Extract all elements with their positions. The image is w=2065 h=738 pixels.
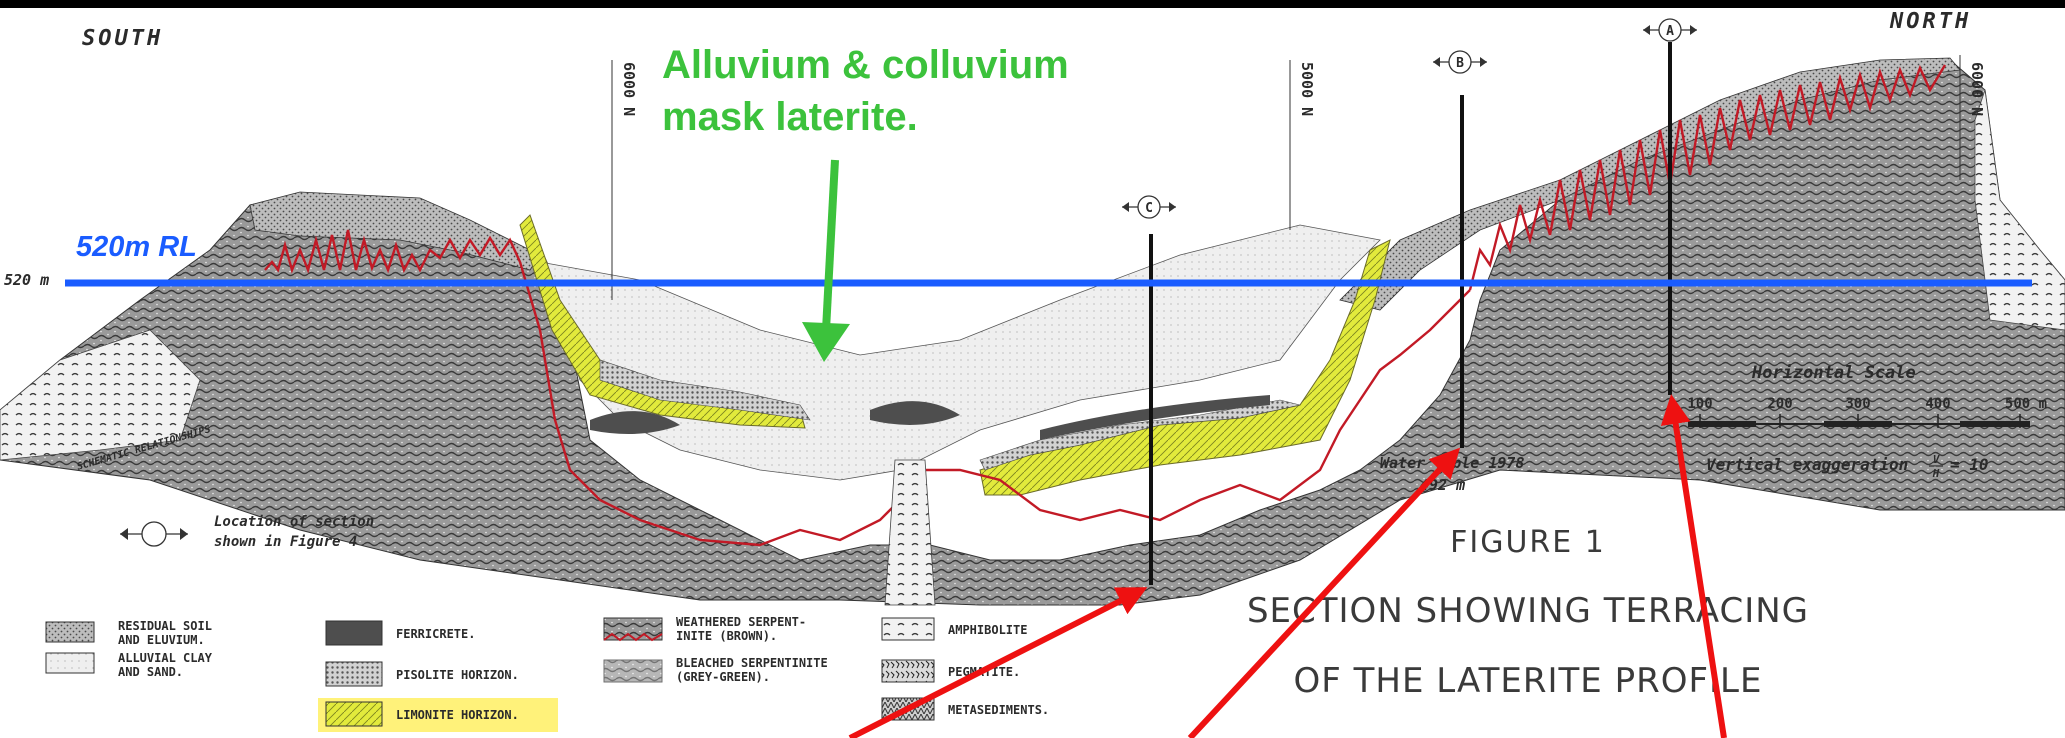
- legend-label-amphibolite: AMPHIBOLITE: [948, 623, 1027, 637]
- grid-label-6000n-east: 6000 N: [1968, 62, 1986, 116]
- legend-label-residual-1: RESIDUAL SOIL: [118, 619, 212, 633]
- amphibolite-dyke-center: [885, 460, 935, 605]
- scale-title: Horizontal Scale: [1751, 363, 1916, 383]
- legend-swatch-ferricrete: [326, 621, 382, 645]
- compass-north: NORTH: [1889, 9, 1971, 34]
- svg-text:A: A: [1666, 24, 1674, 39]
- figure-title-line2: OF THE LATERITE PROFILE: [1294, 661, 1763, 701]
- legend-label-pisolite: PISOLITE HORIZON.: [396, 668, 519, 682]
- compass-south: SOUTH: [82, 26, 163, 51]
- scale-tick-200: 200: [1767, 396, 1792, 412]
- legend-label-weathered-1: WEATHERED SERPENT-: [676, 615, 806, 629]
- grid-label-6000n-west: 6000 N: [620, 62, 638, 116]
- exaggeration-h: H: [1932, 467, 1940, 480]
- grid-label-5000n: 5000 N: [1298, 62, 1316, 116]
- legend-label-metasediments: METASEDIMENTS.: [948, 703, 1049, 717]
- legend-swatch-residual: [46, 622, 94, 642]
- scale-tick-400: 400: [1925, 396, 1950, 412]
- scale-tick-500: 500 m: [2005, 396, 2047, 412]
- alluvium-callout-line2: mask laterite.: [662, 95, 918, 139]
- location-note-line1: Location of section: [214, 514, 374, 530]
- amphibolite-north: [1975, 90, 2065, 330]
- elevation-label-520: 520 m: [4, 271, 49, 289]
- section-marker-b: B: [1433, 51, 1487, 73]
- legend-swatch-amphibolite: [882, 618, 934, 640]
- section-marker-a: A: [1643, 19, 1697, 41]
- legend-swatch-pisolite: [326, 662, 382, 686]
- scale-tick-300: 300: [1845, 396, 1870, 412]
- rl-label: 520m RL: [76, 231, 197, 263]
- legend-swatch-limonite: [326, 702, 382, 726]
- legend-swatch-alluvial: [46, 653, 94, 673]
- legend-label-alluvial-1: ALLUVIAL CLAY: [118, 651, 213, 665]
- legend-label-limonite: LIMONITE HORIZON.: [396, 708, 519, 722]
- alluvium-callout-line1: Alluvium & colluvium: [662, 43, 1069, 87]
- location-symbol: [120, 522, 188, 546]
- legend-label-residual-2: AND ELUVIUM.: [118, 633, 205, 647]
- exaggeration-value: = 10: [1950, 455, 1989, 474]
- svg-text:C: C: [1145, 201, 1153, 216]
- legend-label-ferricrete: FERRICRETE.: [396, 627, 475, 641]
- svg-text:B: B: [1456, 56, 1464, 71]
- legend-label-bleached-2: (GREY-GREEN).: [676, 670, 770, 684]
- legend-label-weathered-2: INITE (BROWN).: [676, 629, 777, 643]
- scale-tick-100: 100: [1687, 396, 1712, 412]
- vertical-exaggeration: Vertical exaggeration: [1706, 455, 1908, 474]
- legend-swatch-bleached: [604, 660, 662, 682]
- section-marker-c: C: [1122, 196, 1176, 218]
- location-note-line2: shown in Figure 4: [214, 534, 357, 550]
- alluvium-arrow-shaft: [826, 160, 835, 330]
- figure-number: FIGURE 1: [1450, 525, 1606, 560]
- figure-title-line1: SECTION SHOWING TERRACING: [1247, 591, 1809, 631]
- legend-swatch-pegmatite: [882, 660, 934, 682]
- top-border-band: [0, 0, 2065, 8]
- legend-label-bleached-1: BLEACHED SERPENTINITE: [676, 656, 828, 670]
- legend-label-alluvial-2: AND SAND.: [118, 665, 183, 679]
